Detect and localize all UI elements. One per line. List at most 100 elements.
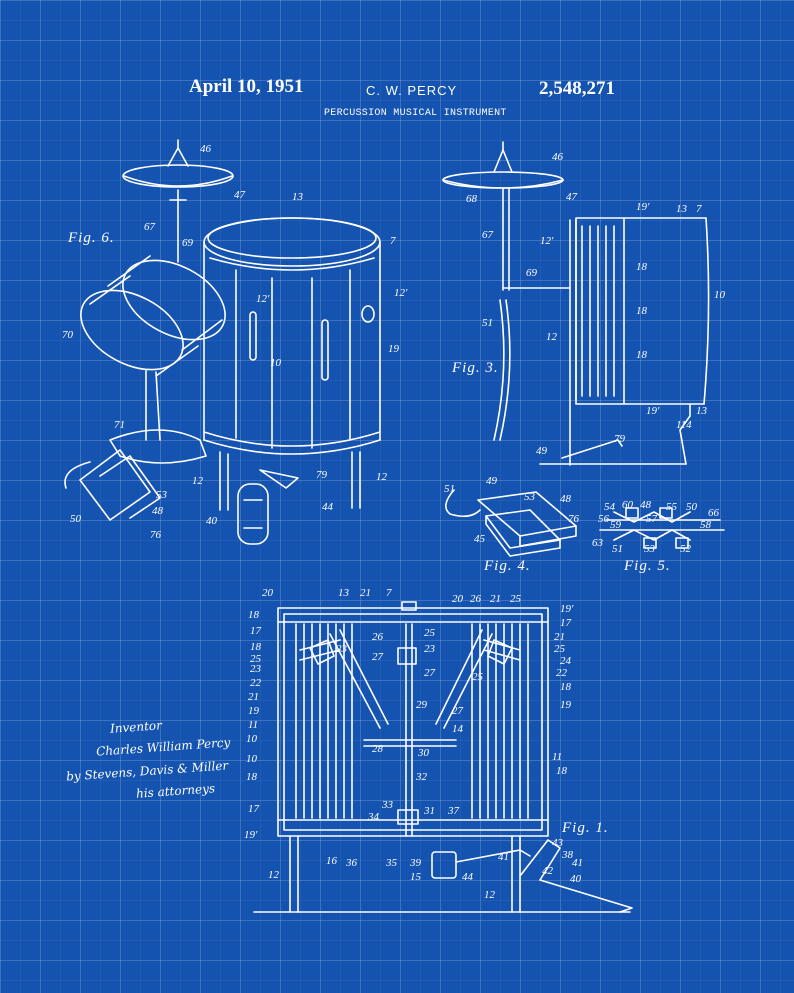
fig4-label: 45 <box>474 533 486 545</box>
fig1-label: 26 <box>470 593 482 605</box>
fig1-label: 18 <box>560 681 572 693</box>
fig6-label: 7 <box>390 235 396 247</box>
fig3-label: 12 <box>546 331 558 343</box>
fig6-label: 53 <box>156 489 168 501</box>
fig3-label: 12' <box>540 235 554 247</box>
fig3-label: 18 <box>636 349 648 361</box>
fig1-label: 21 <box>490 593 501 605</box>
fig6-label: 19 <box>388 343 400 355</box>
fig1-label: 25 <box>554 643 566 655</box>
fig4-label: 48 <box>560 493 572 505</box>
fig6-label: 46 <box>200 143 212 155</box>
fig3-label: 79 <box>614 433 626 445</box>
fig1-label: 30 <box>417 747 430 759</box>
fig3-labels: 46 68 47 19' 13 7 67 12' 69 18 10 51 12 … <box>466 151 726 457</box>
fig3-label: 10 <box>714 289 726 301</box>
fig3-drawing <box>442 141 710 466</box>
fig1-label: 23 <box>336 643 348 655</box>
figure-captions: Fig. 6. Fig. 3. Fig. 4. Fig. 5. Fig. 1. <box>67 230 671 836</box>
fig3-label: 69 <box>526 267 538 279</box>
fig4-label: 51 <box>444 483 455 495</box>
fig6-label: 12 <box>192 475 204 487</box>
fig1-label: 27 <box>424 667 436 679</box>
fig1-labels: 20 13 21 7 20 26 21 25 19' 18 17 26 25 1… <box>244 587 583 901</box>
fig1-label: 22 <box>556 667 568 679</box>
fig6-label: 40 <box>206 515 218 527</box>
fig1-label: 16 <box>326 855 338 867</box>
patent-number: 2,548,271 <box>539 78 615 99</box>
fig1-label: 27 <box>372 651 384 663</box>
fig1-label: 10 <box>246 753 258 765</box>
fig1-label: 25 <box>250 653 262 665</box>
fig3-label: 13 <box>676 203 688 215</box>
fig3-label: 18 <box>636 261 648 273</box>
fig1-label: 18 <box>248 609 260 621</box>
fig5-label: 51 <box>612 543 623 555</box>
fig1-label: 11 <box>248 719 258 731</box>
fig1-label: 34 <box>367 811 380 823</box>
fig6-label: 13 <box>292 191 304 203</box>
fig1-label: 40 <box>570 873 582 885</box>
fig3-label: 67 <box>482 229 494 241</box>
fig5-label: 66 <box>708 507 720 519</box>
fig1-label: 15 <box>410 871 422 883</box>
fig4-labels: 51 49 53 48 76 45 <box>444 475 580 545</box>
fig5-label: 54 <box>604 501 616 513</box>
fig1-label: 18 <box>250 641 262 653</box>
fig6-label: 79 <box>316 469 328 481</box>
fig5-label: 53 <box>644 543 656 555</box>
fig1-label: 23 <box>250 663 262 675</box>
fig1-label: 19' <box>244 829 258 841</box>
fig5-label: 52 <box>680 543 692 555</box>
fig1-label: 25 <box>510 593 522 605</box>
fig1-caption: Fig. 1. <box>561 820 609 836</box>
fig1-label: 12 <box>484 889 496 901</box>
fig1-label: 17 <box>560 617 572 629</box>
patent-date: April 10, 1951 <box>189 76 304 97</box>
fig1-label: 29 <box>416 699 428 711</box>
fig1-label: 10 <box>246 733 258 745</box>
fig3-label: 7 <box>696 203 702 215</box>
fig6-label: 12' <box>256 293 270 305</box>
fig5-label: 58 <box>700 519 712 531</box>
fig1-label: 25 <box>472 671 484 683</box>
fig1-label: 22 <box>250 677 262 689</box>
fig6-label: 47 <box>234 189 246 201</box>
fig1-label: 38 <box>561 849 574 861</box>
fig1-label: 13 <box>338 587 350 599</box>
fig3-caption: Fig. 3. <box>451 360 499 376</box>
fig1-label: 36 <box>345 857 358 869</box>
fig6-label: 12' <box>394 287 408 299</box>
fig1-label: 42 <box>542 865 554 877</box>
inventor-name: C. W. PERCY <box>366 83 458 98</box>
fig6-label: 70 <box>62 329 74 341</box>
fig6-label: 71 <box>114 419 125 431</box>
fig1-label: 20 <box>452 593 464 605</box>
fig1-label: 19 <box>560 699 572 711</box>
fig6-label: 12 <box>376 471 388 483</box>
fig1-label: 20 <box>262 587 274 599</box>
fig5-label: 57 <box>646 513 658 525</box>
fig6-label: 76 <box>150 529 162 541</box>
fig1-label: 39 <box>409 857 422 869</box>
fig4-drawing <box>445 489 577 557</box>
fig5-label: 50 <box>686 501 698 513</box>
fig4-caption: Fig. 4. <box>483 558 531 574</box>
fig1-label: 35 <box>385 857 398 869</box>
fig3-label: 114 <box>676 419 692 431</box>
fig1-label: 28 <box>372 743 384 755</box>
fig1-label: 18 <box>246 771 258 783</box>
fig4-label: 49 <box>486 475 498 487</box>
fig3-label: 19' <box>646 405 660 417</box>
fig1-label: 21 <box>360 587 371 599</box>
fig1-label: 18 <box>556 765 568 777</box>
fig6-label: 10 <box>270 357 282 369</box>
fig5-caption: Fig. 5. <box>623 558 671 574</box>
fig1-label: 41 <box>572 857 583 869</box>
fig1-label: 33 <box>381 799 394 811</box>
fig1-label: 21 <box>248 691 259 703</box>
fig5-label: 48 <box>640 499 652 511</box>
fig1-label: 19 <box>248 705 260 717</box>
